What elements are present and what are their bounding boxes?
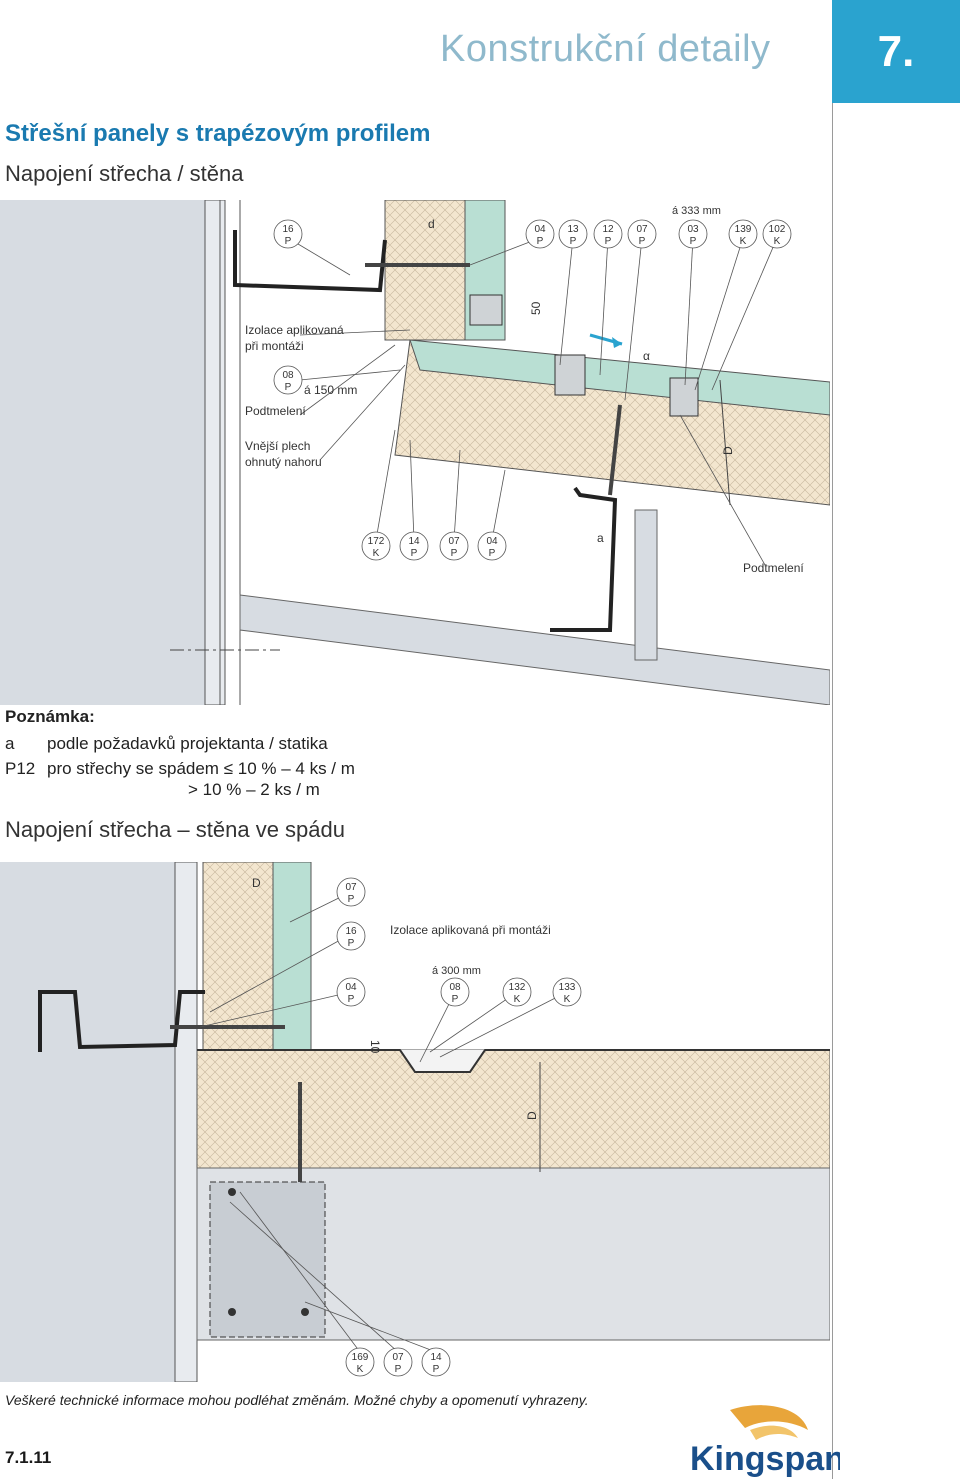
podtmeleni-left: Podtmelení — [245, 404, 306, 418]
callout2-14-num: 14 — [430, 1352, 442, 1363]
callout-102-num: 102 — [769, 224, 786, 235]
callout-16-num: 16 — [282, 224, 294, 235]
sloped-roof-wall-detail-drawing: 07 P 16 P 04 P 08 P 132 K 133 K 169 K 07… — [0, 862, 830, 1382]
callout2-04-suffix: P — [348, 994, 355, 1005]
roof-wall-detail-drawing: 16 P 04 P 13 P 12 P 07 P 03 P 139 K 102 … — [0, 200, 830, 705]
callout-04b-num: 04 — [486, 536, 498, 547]
callout2-07b-suffix: P — [395, 1364, 402, 1375]
dim-10: 10 — [368, 1040, 382, 1054]
callout2-133-num: 133 — [559, 982, 576, 993]
callout-16-suffix: P — [285, 236, 292, 247]
callout2-07-suffix: P — [348, 894, 355, 905]
callout2-04-num: 04 — [345, 982, 357, 993]
callout2-08-suffix: P — [452, 994, 459, 1005]
callout-13-suffix: P — [570, 236, 577, 247]
callout-172-suffix: K — [373, 548, 380, 559]
callout2-133-suffix: K — [564, 994, 571, 1005]
callout-14-num: 14 — [408, 536, 420, 547]
spacing-150: á 150 mm — [304, 383, 357, 397]
label2-D-top: D — [252, 876, 261, 890]
callout-172-num: 172 — [368, 536, 385, 547]
section2-title: Napojení střecha – stěna ve spádu — [5, 817, 346, 842]
callout-12-num: 12 — [602, 224, 614, 235]
page-number: 7.1.11 — [5, 1448, 52, 1467]
vnejsi-line2: ohnutý nahoru — [245, 455, 322, 469]
callout-139-num: 139 — [735, 224, 752, 235]
callout-08-num: 08 — [282, 370, 294, 381]
section-subtitle: Napojení střecha / stěna — [5, 161, 244, 186]
callout2-16-num: 16 — [345, 926, 357, 937]
izolace2: Izolace aplikovaná při montáži — [390, 923, 551, 937]
izolace-line1: Izolace aplikovaná — [245, 323, 344, 337]
callout-04b-suffix: P — [489, 548, 496, 559]
dim-50: 50 — [529, 301, 543, 315]
callout-102-suffix: K — [774, 236, 781, 247]
notes-title: Poznámka: — [5, 707, 95, 726]
callout-07-num: 07 — [636, 224, 648, 235]
section-title: Střešní panely s trapézovým profilem — [5, 120, 431, 147]
note-a-text: podle požadavků projektanta / statika — [47, 734, 328, 753]
callout2-132-suffix: K — [514, 994, 521, 1005]
callout-13-num: 13 — [567, 224, 579, 235]
disclaimer: Veškeré technické informace mohou podléh… — [5, 1392, 589, 1408]
callout-139-suffix: K — [740, 236, 747, 247]
label-D: D — [721, 446, 735, 455]
callout2-07b-num: 07 — [392, 1352, 404, 1363]
callout2-169-num: 169 — [352, 1352, 369, 1363]
label-d: d — [428, 217, 435, 231]
vnejsi-line1: Vnější plech — [245, 439, 310, 453]
callout-07b-suffix: P — [451, 548, 458, 559]
svg-text:Kingspan: Kingspan — [690, 1440, 840, 1478]
spacing-300: á 300 mm — [432, 965, 481, 977]
note-p12-key: P12 — [5, 759, 36, 778]
callout-08-suffix: P — [285, 382, 292, 393]
callout2-169-suffix: K — [357, 1364, 364, 1375]
chapter-badge: 7. — [832, 0, 960, 103]
note-p12-line1: pro střechy se spádem ≤ 10 % – 4 ks / m — [47, 759, 355, 778]
callout-03-num: 03 — [687, 224, 699, 235]
callout-14-suffix: P — [411, 548, 418, 559]
callout2-07-num: 07 — [345, 882, 357, 893]
callout-04-suffix: P — [537, 236, 544, 247]
alpha-symbol: α — [643, 349, 650, 363]
note-p12-line2: > 10 % – 2 ks / m — [188, 780, 320, 799]
callout-07-suffix: P — [639, 236, 646, 247]
callout-03-suffix: P — [690, 236, 697, 247]
note-a-key: a — [5, 734, 15, 753]
label2-D-side: D — [525, 1111, 539, 1120]
spacing-333: á 333 mm — [672, 205, 721, 217]
callout-07b-num: 07 — [448, 536, 460, 547]
kingspan-logo: Kingspan — [690, 1400, 845, 1478]
callout2-132-num: 132 — [509, 982, 526, 993]
callout-12-suffix: P — [605, 236, 612, 247]
callout2-14-suffix: P — [433, 1364, 440, 1375]
callout2-16-suffix: P — [348, 938, 355, 949]
callout2-08-num: 08 — [449, 982, 461, 993]
podtmeleni-right: Podtmelení — [743, 561, 804, 575]
label-a: a — [597, 531, 604, 545]
callout-04-num: 04 — [534, 224, 546, 235]
header-title: Konstrukční detaily — [440, 28, 771, 70]
page-divider — [832, 103, 833, 1479]
izolace-line2: při montáži — [245, 339, 304, 353]
